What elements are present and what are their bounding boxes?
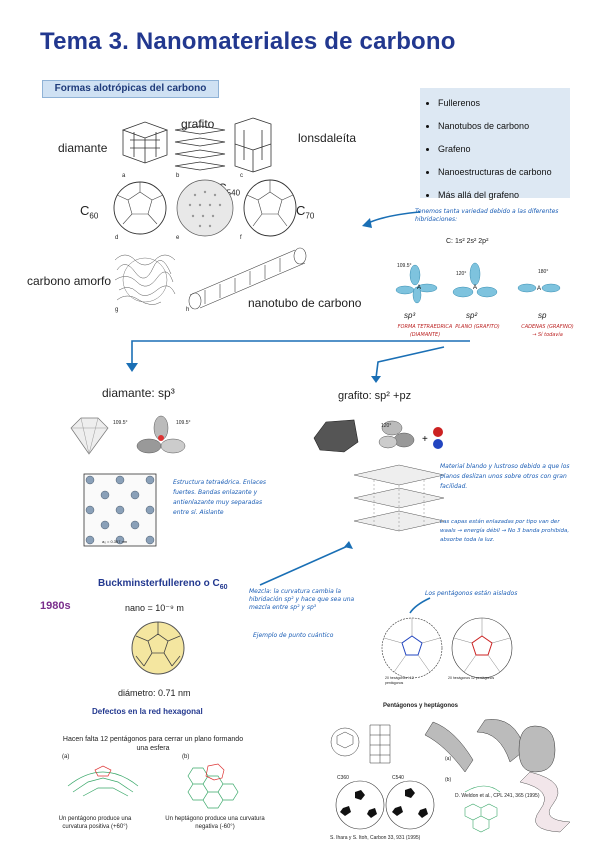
doce-pentagonos: Hacen falta 12 pentágonos para cerrar un… <box>62 736 244 752</box>
buckminster-heading: Buckminsterfullereno o C60 <box>98 578 228 591</box>
label-lonsdaleita: lonsdaleíta <box>298 131 357 145</box>
graphite-angle: 120° <box>381 423 392 429</box>
grafito-notes: Material blando y lustroso debido a que … <box>440 463 570 490</box>
diamante-notes: Estructura tetraédrica. Enlaces fuertes.… <box>173 479 267 516</box>
label-c60: C60 <box>80 203 99 221</box>
diamond-angle: 109.5° <box>176 420 191 426</box>
diamante-heading: diamante: sp³ <box>102 386 175 400</box>
panel-a-label-2: (a) <box>445 756 452 762</box>
panel-a-label: (a) <box>62 754 70 760</box>
panel-letter: c <box>240 173 243 179</box>
penta-caption: Un pentágono produce una curvatura posit… <box>58 816 132 830</box>
topic-item: Fullerenos <box>438 92 570 115</box>
atom-label: A <box>417 285 421 291</box>
label-amorfo: carbono amorfo <box>27 274 112 288</box>
topic-item: Nanoestructuras de carbono <box>438 161 570 184</box>
fig-caption-left: 20 hexágonos / 12 pentágonos <box>385 676 414 685</box>
grafito-notes-2: Las capas están enlazadas por tipo van d… <box>440 519 570 543</box>
sp-label: sp <box>538 311 547 320</box>
sp3-label: sp³ <box>404 311 416 320</box>
svg-text:A: A <box>473 285 477 291</box>
angle-sp: 180° <box>538 269 549 275</box>
panel-letter: h <box>186 307 190 313</box>
panel-b-label-2: (b) <box>445 777 452 783</box>
panel-b-label: (b) <box>182 754 190 760</box>
hybrid-note: Tenemos tanta variedad debido a las dife… <box>415 208 559 223</box>
topics-box: Fullerenos Nanotubos de carbono Grafeno … <box>420 88 570 200</box>
nano-def: nano = 10⁻⁹ m <box>125 603 184 613</box>
allotropes-figure <box>113 117 307 310</box>
sp3-desc: FORMA TETRAEDRICA (DIAMANTE) <box>397 324 453 338</box>
diametro: diámetro: 0.71 nm <box>118 688 191 698</box>
hepta-caption: Un heptágono produce una curvatura negat… <box>165 816 265 830</box>
topic-item: Grafeno <box>438 138 570 161</box>
defectos-heading: Defectos en la red hexagonal <box>92 707 203 716</box>
sp2-label: sp² <box>466 311 478 320</box>
graphite-figures: + <box>313 419 445 532</box>
diamond-figures <box>70 415 186 547</box>
ihara-ref: S. Ihara y S. Itoh, Carbon 33, 931 (1995… <box>330 835 421 841</box>
panel-letter: e <box>176 235 180 241</box>
sp2-desc: PLANO (GRAFITO) <box>455 324 500 330</box>
section-label: Formas alotrópicas del carbono <box>42 80 219 98</box>
mezcla-note: Mezcla: la curvatura cambia la hibridaci… <box>249 588 355 611</box>
c60-ball-figure <box>131 621 185 675</box>
topic-item: Nanotubos de carbono <box>438 115 570 138</box>
page-title: Tema 3. Nanomateriales de carbono <box>40 28 456 55</box>
panel-letter: f <box>240 235 242 241</box>
angle-sp3: 109.5° <box>397 263 412 269</box>
year-label: 1980s <box>40 600 71 612</box>
panel-letter: b <box>176 173 180 179</box>
panel-letter: d <box>115 235 119 241</box>
sp-desc: CADENAS (GRAFINO) → Sí todavía <box>521 324 574 338</box>
c360-label: C360 <box>337 775 349 781</box>
topic-item: Más allá del grafeno <box>438 184 570 207</box>
diamond-cell-label: a₀ = 0.357 nm <box>102 539 128 544</box>
c540-small-label: C540 <box>392 775 404 781</box>
defects-figure <box>330 719 571 833</box>
svg-text:+: + <box>422 434 428 445</box>
pentagonos-note: Los pentágonos están aislados <box>425 590 518 597</box>
panel-letter: g <box>115 307 119 313</box>
hybrid-orbitals: A A A <box>395 262 561 304</box>
weldon-ref: D. Weldon et al., CPL 241, 365 (1995) <box>455 793 540 799</box>
ejemplo-note: Ejemplo de punto cuántico <box>253 632 334 639</box>
pent-hept-heading: Pentágonos y heptágonos <box>383 703 459 709</box>
diamond-angle: 109.5° <box>113 420 128 426</box>
label-diamante: diamante <box>58 141 108 155</box>
svg-text:A: A <box>537 286 541 292</box>
pentagon-heptagon-figure <box>67 763 239 809</box>
pentagon-isolated-figure <box>381 617 513 679</box>
fig-caption-right: 20 hexágonos 12 pentágonos <box>448 676 495 680</box>
label-nanotubo: nanotubo de carbono <box>248 296 362 310</box>
label-c70: C70 <box>296 203 315 221</box>
panel-letter: a <box>122 173 126 179</box>
electron-config: C: 1s² 2s² 2p² <box>446 238 489 245</box>
grafito-heading: grafito: sp² +pz <box>338 390 412 402</box>
angle-sp2: 120° <box>456 271 467 277</box>
